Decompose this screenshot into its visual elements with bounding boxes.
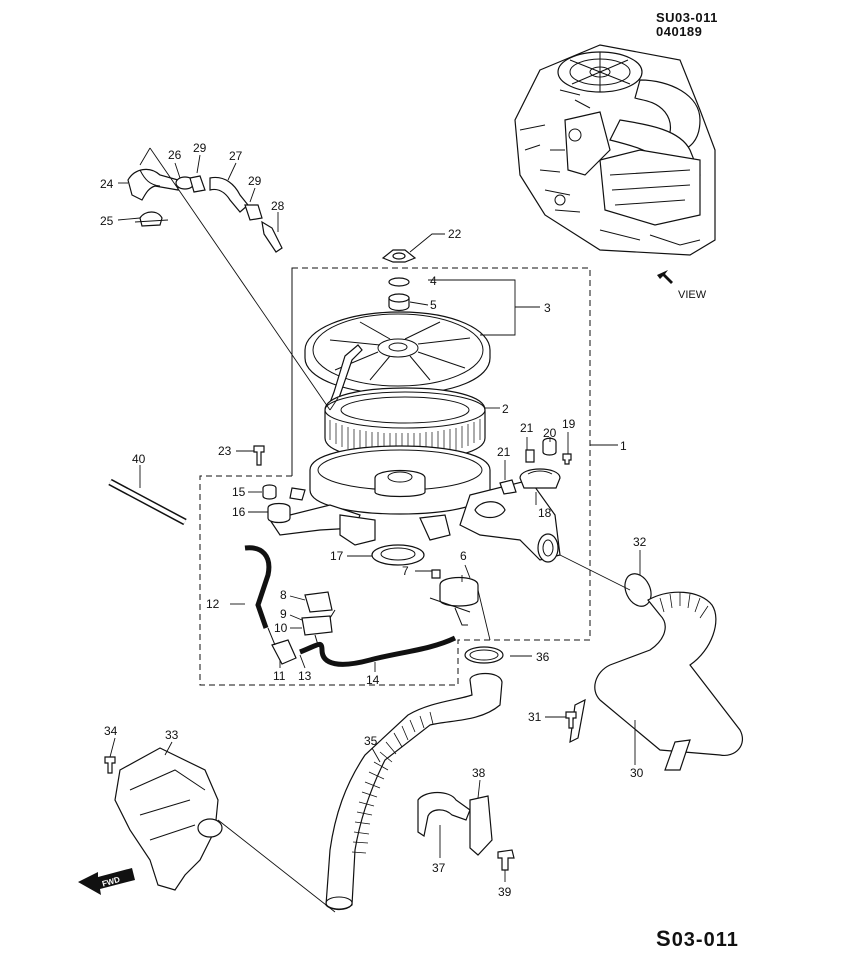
page-code: S03-011 bbox=[656, 926, 739, 952]
callout-24: 24 bbox=[100, 177, 114, 191]
gasket bbox=[371, 544, 425, 566]
wing-nut bbox=[381, 249, 417, 263]
callout-36: 36 bbox=[536, 650, 550, 664]
bracket-group bbox=[499, 437, 572, 495]
callout-8: 8 bbox=[280, 588, 287, 602]
callout-9: 9 bbox=[280, 607, 287, 621]
view-label: VIEW bbox=[678, 289, 707, 301]
bolt bbox=[253, 445, 265, 466]
resonator bbox=[104, 747, 223, 891]
callout-21b: 21 bbox=[497, 445, 511, 459]
callout-13: 13 bbox=[298, 669, 312, 683]
callout-21a: 21 bbox=[520, 421, 534, 435]
callout-38: 38 bbox=[472, 766, 486, 780]
engine-overview-illustration bbox=[514, 44, 716, 256]
callout-27: 27 bbox=[229, 149, 243, 163]
callout-17: 17 bbox=[330, 549, 344, 563]
callout-30: 30 bbox=[630, 766, 644, 780]
intake-duct bbox=[325, 646, 504, 911]
callout-7: 7 bbox=[402, 564, 409, 578]
seal bbox=[388, 293, 410, 312]
callout-20: 20 bbox=[543, 426, 557, 440]
callout-31: 31 bbox=[528, 710, 542, 724]
callout-15: 15 bbox=[232, 485, 246, 499]
callout-29b: 29 bbox=[248, 174, 262, 188]
fwd-arrow-icon: FWD bbox=[78, 868, 135, 895]
callout-2: 2 bbox=[502, 402, 509, 416]
callout-28: 28 bbox=[271, 199, 285, 213]
callout-18: 18 bbox=[538, 506, 552, 520]
callout-4: 4 bbox=[430, 274, 437, 288]
callout-35: 35 bbox=[364, 734, 378, 748]
callout-34: 34 bbox=[104, 724, 118, 738]
duct-bracket bbox=[417, 791, 515, 871]
callout-23: 23 bbox=[218, 444, 232, 458]
callout-26: 26 bbox=[168, 148, 182, 162]
callout-14: 14 bbox=[366, 673, 380, 687]
callout-16: 16 bbox=[232, 505, 246, 519]
leader-lines bbox=[109, 147, 641, 913]
diagram-date: 040189 bbox=[656, 24, 703, 39]
callout-3: 3 bbox=[544, 301, 551, 315]
callout-29a: 29 bbox=[193, 141, 207, 155]
callout-labels: 1 2 3 4 5 6 7 8 9 10 11 12 13 14 15 16 1… bbox=[100, 141, 647, 899]
callout-11: 11 bbox=[273, 669, 286, 683]
bushing bbox=[267, 502, 291, 524]
pcv-hoses bbox=[127, 168, 283, 253]
vacuum-motor bbox=[429, 569, 479, 626]
callout-33: 33 bbox=[165, 728, 179, 742]
outlet-duct bbox=[565, 573, 743, 771]
grommet bbox=[262, 484, 277, 500]
callout-25: 25 bbox=[100, 214, 114, 228]
callout-5: 5 bbox=[430, 298, 437, 312]
air-cleaner-cover bbox=[304, 311, 491, 411]
callout-40: 40 bbox=[132, 452, 146, 466]
callout-12: 12 bbox=[206, 597, 220, 611]
air-cleaner-housing bbox=[269, 445, 561, 563]
view-arrow-icon bbox=[657, 270, 673, 284]
vacuum-hose-group bbox=[244, 545, 457, 667]
callout-10: 10 bbox=[274, 621, 288, 635]
washer bbox=[388, 277, 410, 287]
callout-39: 39 bbox=[498, 885, 512, 899]
callout-22: 22 bbox=[448, 227, 462, 241]
page-code-prefix: S bbox=[656, 926, 672, 951]
callout-19: 19 bbox=[562, 417, 576, 431]
callout-6: 6 bbox=[460, 549, 467, 563]
callout-37: 37 bbox=[432, 861, 446, 875]
callout-1: 1 bbox=[620, 439, 627, 453]
assembly-boundary-1 bbox=[199, 267, 591, 686]
diagram-code: SU03-011 bbox=[656, 10, 718, 25]
page-code-number: 03-011 bbox=[671, 929, 739, 951]
callout-32: 32 bbox=[633, 535, 647, 549]
